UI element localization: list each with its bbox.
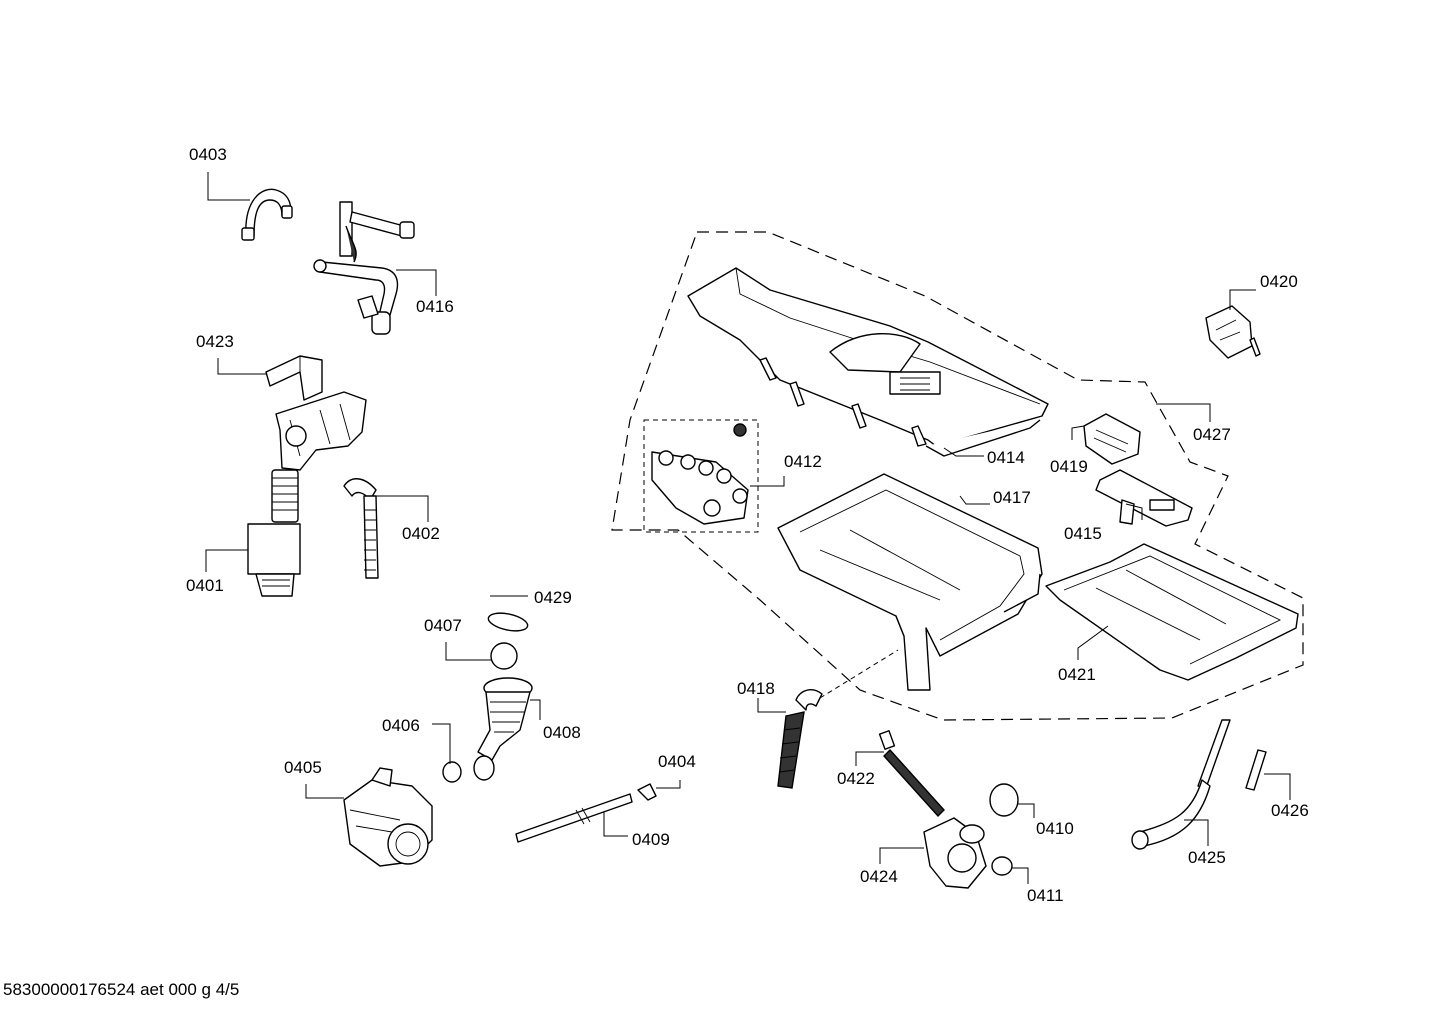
label-0418: 0418	[737, 679, 775, 698]
label-0409: 0409	[632, 830, 670, 849]
label-0401: 0401	[186, 576, 224, 595]
part-0419-insert	[1083, 413, 1141, 465]
label-0407: 0407	[424, 616, 462, 635]
label-0426: 0426	[1271, 801, 1309, 820]
part-0414-drawer-housing	[687, 267, 1049, 457]
part-0415-siphon-cover	[1095, 469, 1193, 527]
part-0407-ball	[490, 642, 518, 670]
leader-lines	[205, 172, 1291, 884]
part-0411-clamp	[991, 856, 1013, 876]
drawing-reference-code: 58300000176524 aet 000 g 4/5	[3, 980, 240, 999]
part-0409-tube	[515, 793, 633, 843]
part-labels: 0403 0416 0423 0401 0402 0429 0407 0408 …	[186, 145, 1309, 905]
part-0416-hose-assembly	[313, 201, 415, 335]
label-0412: 0412	[784, 452, 822, 471]
label-0403: 0403	[189, 145, 227, 164]
label-0422: 0422	[837, 769, 875, 788]
label-0405: 0405	[284, 758, 322, 777]
part-0422-rod	[878, 730, 945, 818]
part-0408-bellows	[473, 677, 533, 781]
part-0403-hose-bend	[241, 188, 293, 241]
part-0425-sensor	[1131, 719, 1231, 850]
label-0411: 0411	[1027, 886, 1064, 905]
label-0420: 0420	[1260, 272, 1298, 291]
part-0423-cover-cap	[265, 355, 323, 401]
label-0414: 0414	[987, 448, 1025, 467]
part-0418-hose	[777, 689, 823, 789]
part-0426-tube	[1245, 749, 1267, 791]
label-0425: 0425	[1188, 848, 1226, 867]
label-0410: 0410	[1036, 819, 1074, 838]
part-0420-plug	[1205, 305, 1261, 359]
hose-0418-guide	[819, 649, 899, 699]
part-0405-pump	[343, 767, 433, 867]
label-0427: 0427	[1193, 425, 1231, 444]
label-0424: 0424	[860, 867, 898, 886]
label-0417: 0417	[993, 488, 1031, 507]
part-0406-clamp	[442, 761, 462, 783]
label-0419: 0419	[1050, 457, 1088, 476]
part-0410-ring	[989, 783, 1019, 817]
part-0412-valve	[651, 423, 749, 525]
part-0424-housing	[923, 817, 987, 889]
part-0417-dispenser-tub	[777, 473, 1043, 691]
part-0401-pressure-assembly	[247, 391, 367, 597]
label-0429: 0429	[534, 588, 572, 607]
label-0408: 0408	[543, 723, 581, 742]
part-0429-ring	[487, 612, 529, 632]
part-0402-hose	[343, 478, 379, 579]
label-0406: 0406	[382, 716, 420, 735]
assembly-boundary	[611, 231, 1304, 721]
part-0421-drawer-tray	[1045, 543, 1299, 681]
label-0402: 0402	[402, 524, 440, 543]
part-0404-clip	[637, 783, 657, 801]
part-0412-box	[643, 419, 759, 533]
label-0415: 0415	[1064, 524, 1102, 543]
label-0416: 0416	[416, 297, 454, 316]
label-0423: 0423	[196, 332, 234, 351]
label-0404: 0404	[658, 752, 696, 771]
label-0421: 0421	[1058, 665, 1096, 684]
